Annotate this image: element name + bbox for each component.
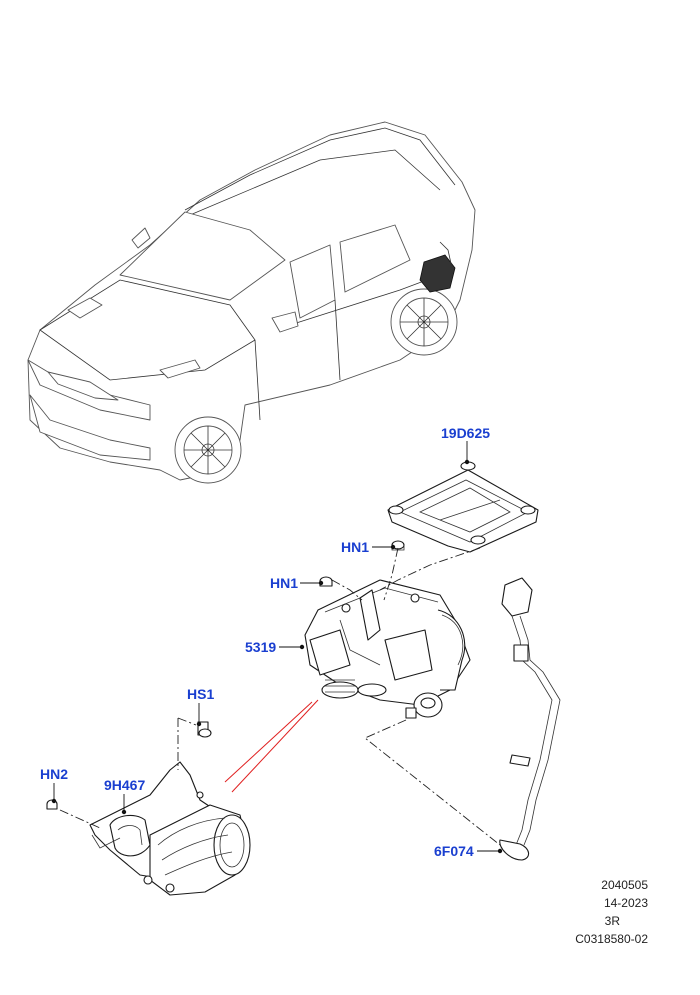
footer-ref: 2040505 bbox=[601, 878, 648, 892]
callout-9H467[interactable]: 9H467 bbox=[104, 777, 146, 793]
callout-6F074[interactable]: 6F074 bbox=[434, 843, 474, 859]
callout-19D625[interactable]: 19D625 bbox=[441, 425, 491, 441]
highlight-lines bbox=[224, 699, 319, 793]
compressor-mount-9H467 bbox=[89, 761, 251, 896]
callout-HS1[interactable]: HS1 bbox=[187, 686, 215, 702]
bracket-19D625 bbox=[387, 461, 539, 553]
hose-6F074 bbox=[499, 577, 561, 861]
callout-HN1-upper[interactable]: HN1 bbox=[341, 539, 370, 555]
callout-5319[interactable]: 5319 bbox=[245, 639, 277, 655]
air-supply-unit-5319 bbox=[304, 579, 471, 719]
assembly-lines bbox=[59, 547, 501, 846]
footer-date: 14-2023 bbox=[603, 896, 648, 910]
footer-side: 3R bbox=[604, 914, 620, 928]
unit-location-marker bbox=[419, 241, 456, 293]
callout-HN2[interactable]: HN2 bbox=[40, 766, 69, 782]
leader-lines bbox=[51, 441, 503, 854]
vehicle-illustration bbox=[27, 121, 476, 484]
footer-code: C0318580-02 bbox=[575, 932, 648, 946]
callout-HN1-lower[interactable]: HN1 bbox=[270, 575, 299, 591]
